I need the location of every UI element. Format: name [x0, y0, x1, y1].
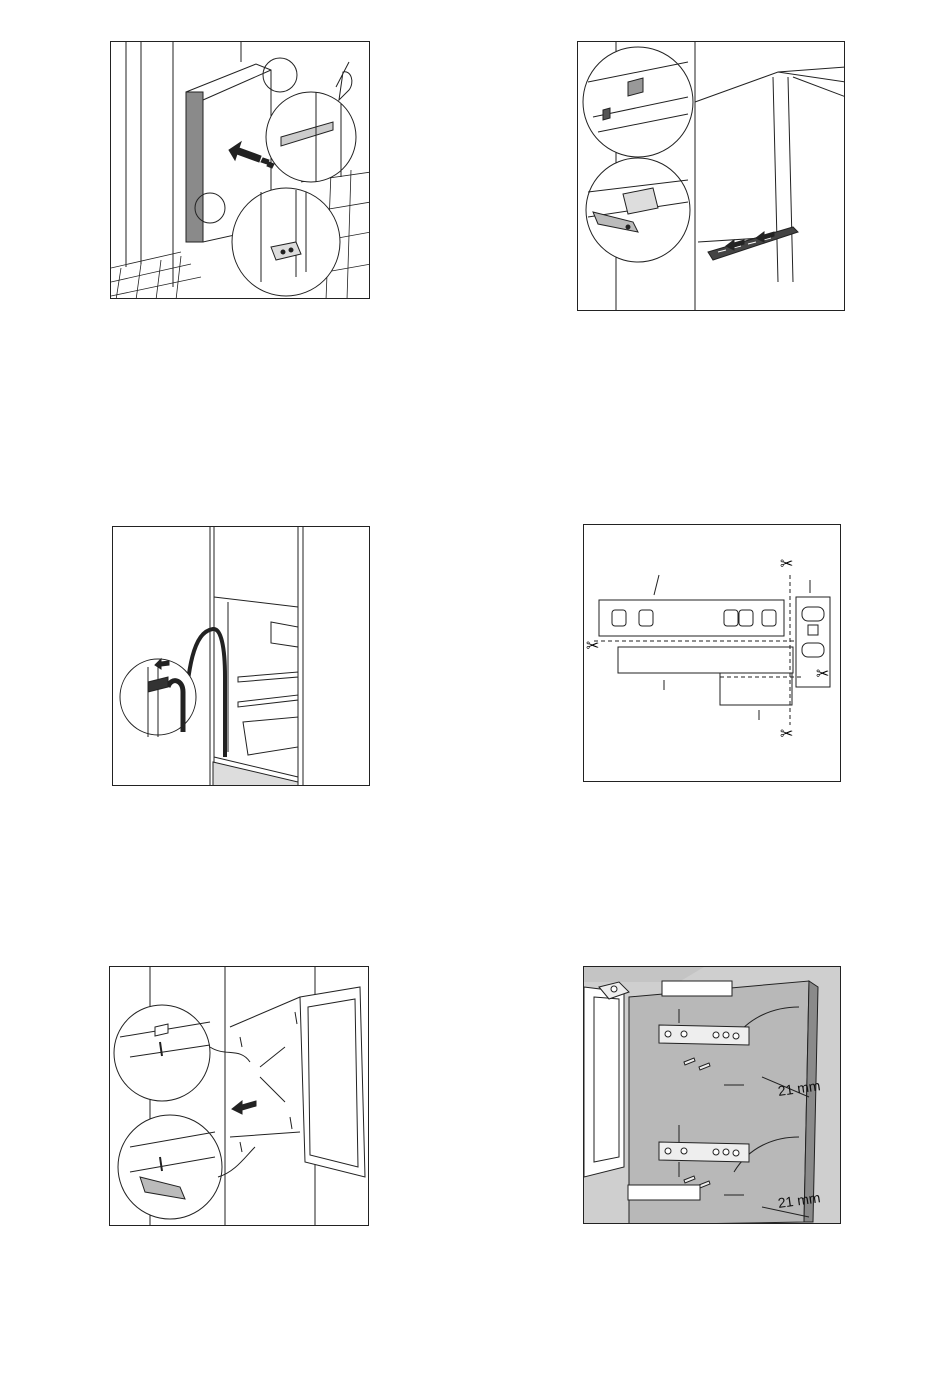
top-label-box: [662, 981, 732, 996]
magnifier-bottom: [232, 188, 340, 296]
scissors-icon-bottom: ✂: [780, 724, 793, 743]
door-frame: [773, 77, 793, 282]
figure-screwing-into-niche: [109, 966, 369, 1226]
hinge-cover-strip: [599, 600, 784, 636]
hand-holding-tool: [336, 62, 352, 100]
shelf-1: [238, 672, 298, 682]
scissors-icon-top: ✂: [780, 554, 793, 573]
figure-2-drawing: [578, 42, 845, 311]
scissors-icon-right: ✂: [816, 664, 829, 683]
figure-seal-strip: [112, 526, 370, 786]
magnifier-top: [583, 47, 693, 157]
figure-appliance-into-niche: [110, 41, 370, 299]
crisper-drawer: [243, 717, 298, 755]
bottom-label-box: [628, 1185, 700, 1200]
figure-cutting-parts: ✂ ✂ ✂ ✂: [583, 524, 841, 782]
magnifier-bottom: [118, 1115, 222, 1219]
bottom-rail: [708, 227, 798, 260]
push-arrow: [232, 1101, 256, 1114]
figure-door-hinge-covers: [577, 41, 845, 311]
pointer-lines: [260, 1047, 285, 1102]
fixing-screws: [240, 1012, 297, 1152]
strip-holes: [612, 610, 776, 626]
niche-top: [695, 72, 845, 102]
appliance-interior: [584, 987, 624, 1177]
cut-strip: [618, 647, 793, 673]
figure-4-drawing: ✂ ✂ ✂ ✂: [584, 525, 841, 782]
figure-3-drawing: [113, 527, 370, 786]
figure-door-fittings: 21 mm 21 mm: [583, 966, 841, 1224]
scissors-icon-left: ✂: [586, 636, 599, 655]
figure-5-drawing: [110, 967, 369, 1226]
small-cover-piece: [720, 673, 792, 705]
figure-1-drawing: [111, 42, 370, 299]
shelf-2: [238, 695, 298, 707]
freezer-compartment: [271, 622, 298, 647]
